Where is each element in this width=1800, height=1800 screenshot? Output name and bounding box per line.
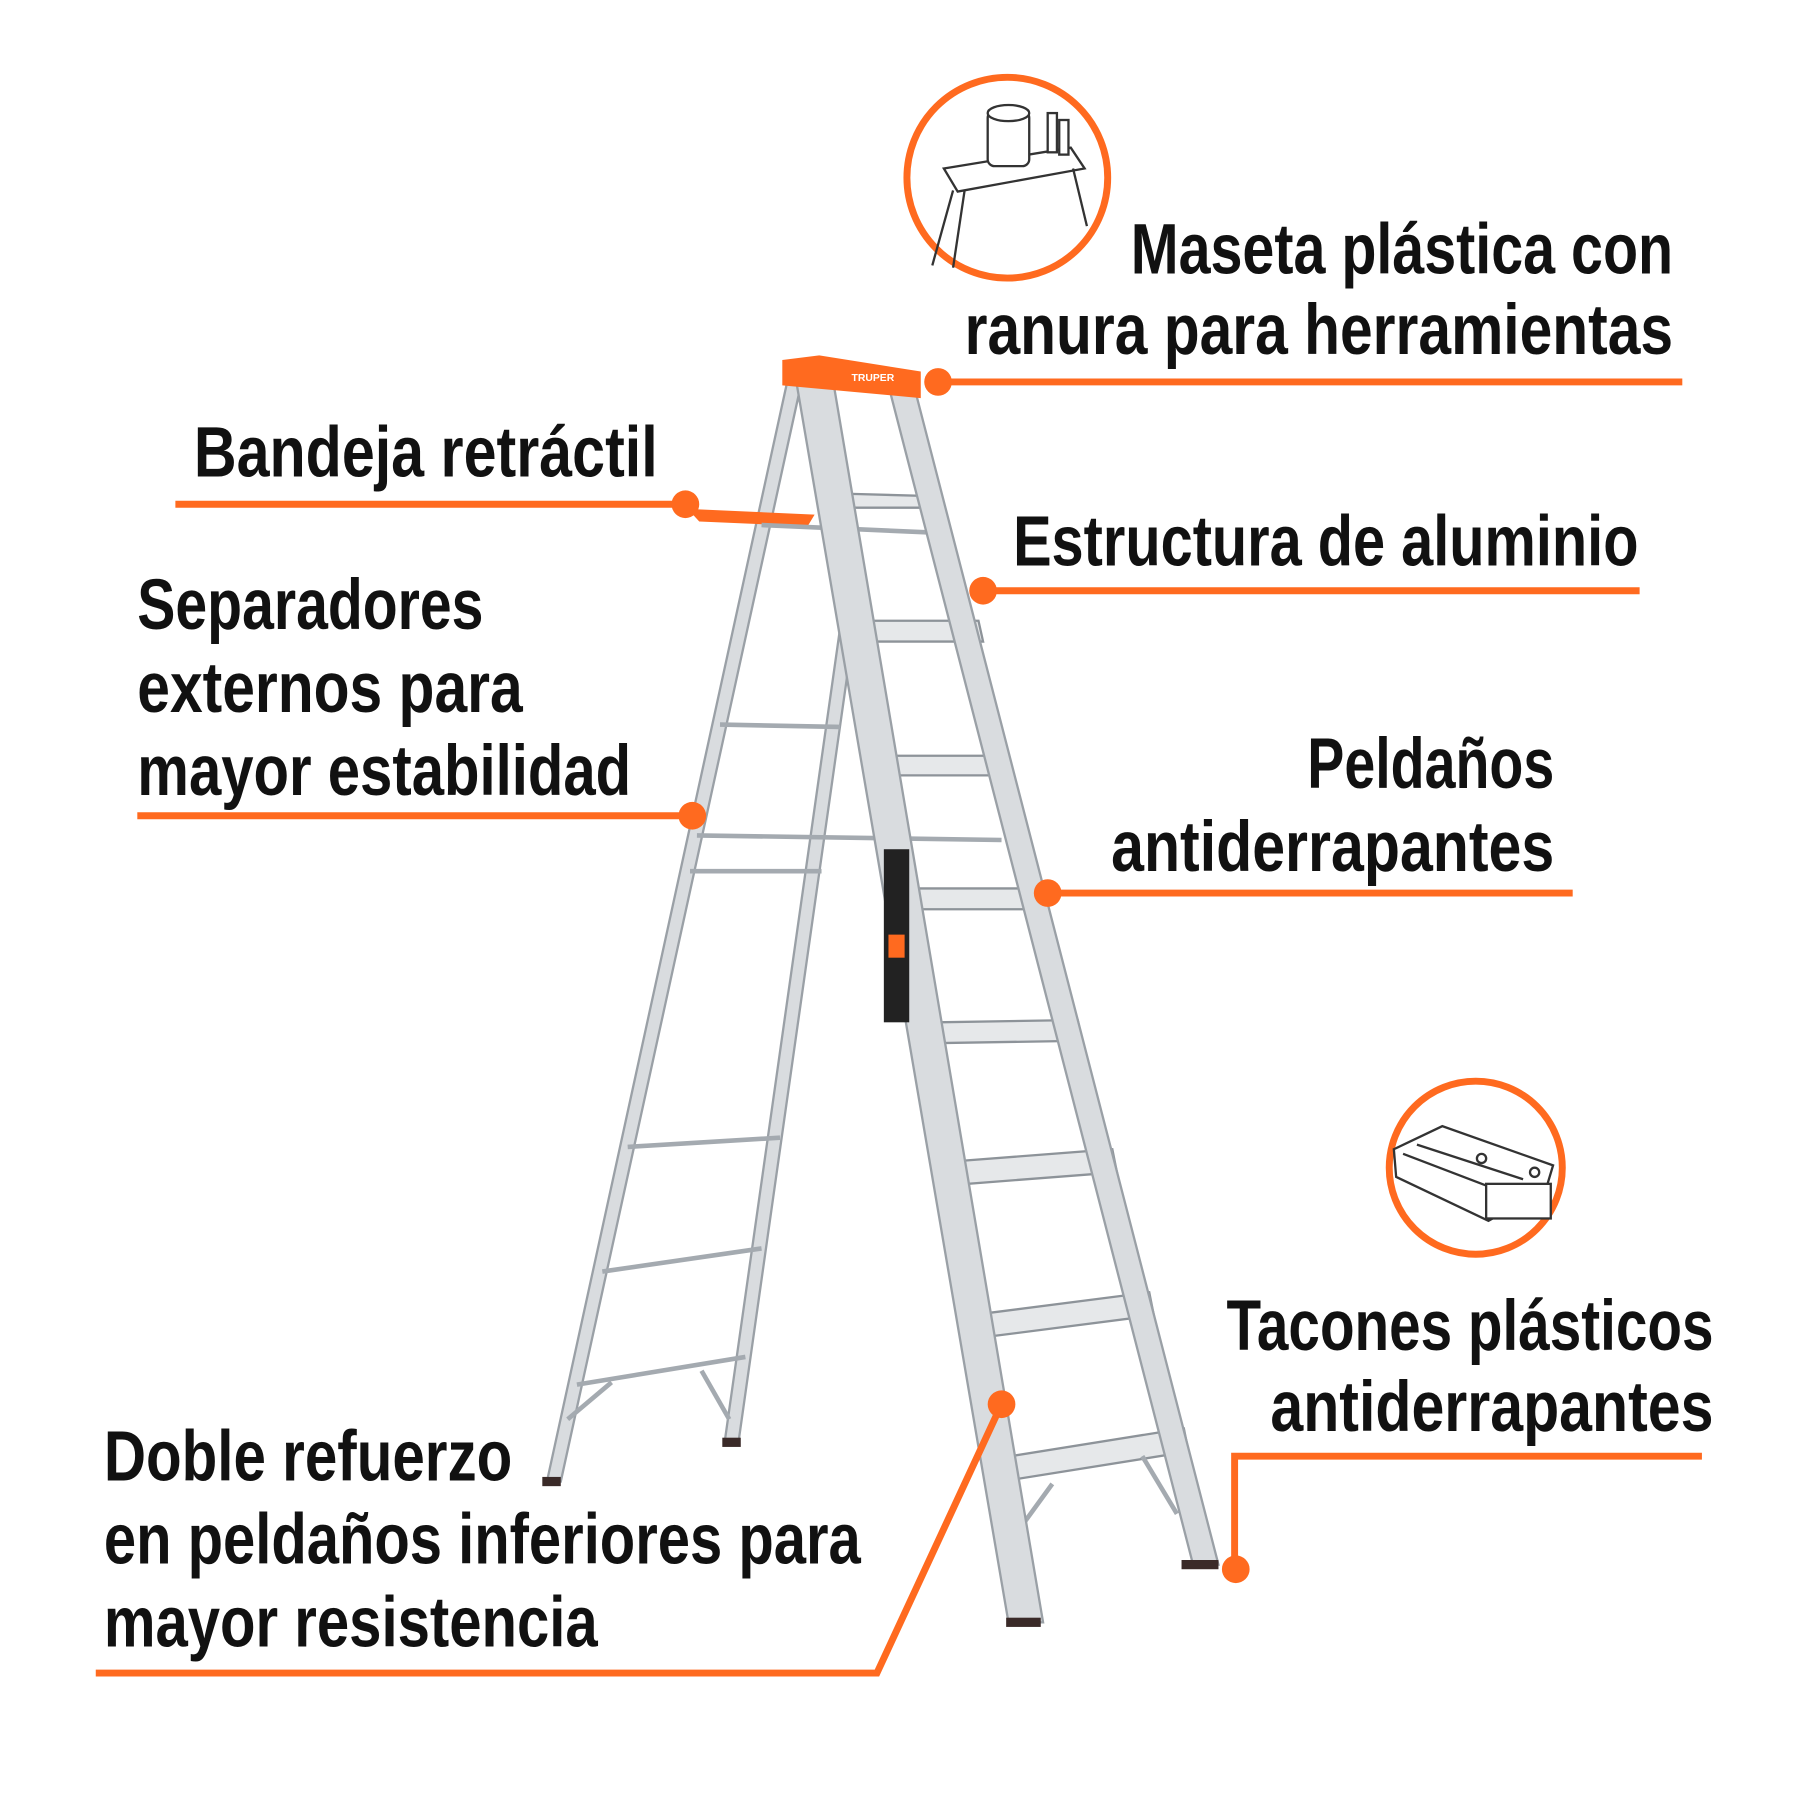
front-foot-left bbox=[1006, 1617, 1041, 1627]
callout-dot bbox=[969, 576, 997, 605]
callout-text: Estructura de aluminio bbox=[1013, 501, 1638, 581]
ladder-illustration: TRUPER bbox=[542, 355, 1220, 1627]
plastic-foot-icon bbox=[1385, 1077, 1566, 1258]
leader-line bbox=[1231, 1452, 1702, 1570]
callout-text: Peldaños bbox=[1307, 724, 1554, 804]
rear-foot-right bbox=[722, 1437, 741, 1447]
callout-text: externos para bbox=[137, 648, 523, 728]
rear-foot-left bbox=[542, 1476, 561, 1487]
label-accent bbox=[888, 934, 905, 958]
callout-dot bbox=[678, 801, 707, 830]
callout-text: antiderrapantes bbox=[1111, 807, 1554, 887]
callout-text: mayor resistencia bbox=[104, 1583, 599, 1663]
top-cap-tool-slot-icon bbox=[903, 73, 1112, 282]
callout-text: antiderrapantes bbox=[1270, 1367, 1713, 1447]
callout-tacones: Tacones plásticos antiderrapantes bbox=[1221, 1286, 1714, 1584]
plastic-top-cap bbox=[782, 355, 921, 399]
rear-left-rail bbox=[545, 381, 803, 1483]
rear-braces bbox=[566, 722, 1002, 1421]
callout-peldanos: Peldaños antiderrapantes bbox=[1033, 724, 1573, 907]
callout-separadores: Separadores externos para mayor estabili… bbox=[137, 565, 707, 830]
callout-text: Separadores bbox=[137, 565, 483, 645]
rear-right-rail bbox=[723, 627, 856, 1444]
front-foot-right bbox=[1181, 1560, 1219, 1570]
callout-text: Tacones plásticos bbox=[1227, 1286, 1714, 1366]
callout-text: ranura para herramientas bbox=[965, 290, 1673, 370]
front-left-rail bbox=[794, 379, 1045, 1624]
callout-text: en peldaños inferiores para bbox=[104, 1499, 862, 1579]
leader-line bbox=[95, 1402, 1005, 1677]
callout-estructura: Estructura de aluminio bbox=[969, 501, 1640, 605]
callout-dot bbox=[987, 1390, 1016, 1419]
callout-dot bbox=[1221, 1555, 1250, 1584]
callout-dot bbox=[1033, 879, 1062, 907]
retractable-tray bbox=[687, 508, 815, 527]
callout-text: Maseta plástica con bbox=[1131, 209, 1673, 289]
callout-maseta: Maseta plástica con ranura para herramie… bbox=[924, 209, 1683, 396]
callout-text: Bandeja retráctil bbox=[194, 413, 658, 493]
callout-refuerzo: Doble refuerzo en peldaños inferiores pa… bbox=[95, 1390, 1016, 1677]
callout-dot bbox=[924, 368, 952, 396]
brand-logo: TRUPER bbox=[852, 373, 895, 384]
callout-text: Doble refuerzo bbox=[104, 1416, 512, 1496]
callout-text: mayor estabilidad bbox=[137, 731, 631, 811]
callout-dot bbox=[671, 490, 700, 519]
callout-bandeja: Bandeja retráctil bbox=[175, 413, 700, 519]
